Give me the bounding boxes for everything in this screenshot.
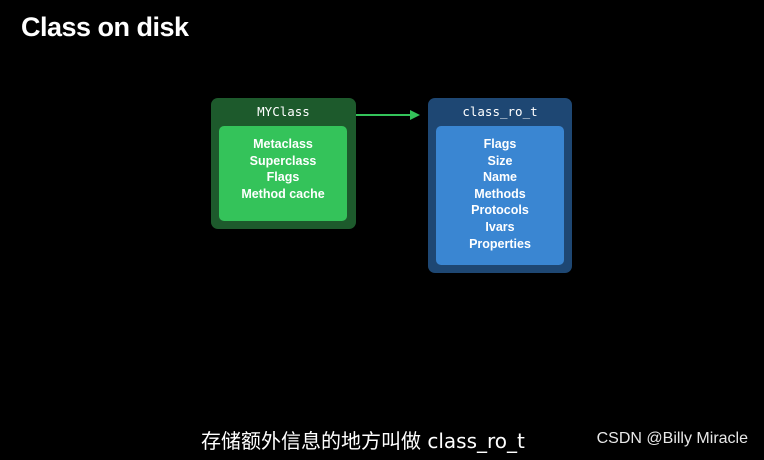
class-ro-t-field: Size bbox=[487, 153, 513, 168]
class-ro-t-field: Properties bbox=[469, 236, 531, 251]
myclass-fields: Metaclass Superclass Flags Method cache bbox=[219, 126, 347, 221]
class-ro-t-field: Ivars bbox=[485, 219, 515, 234]
class-ro-t-field: Flags bbox=[483, 137, 517, 151]
class-ro-t-box-header: class_ro_t bbox=[462, 104, 538, 119]
class-ro-t-fields: Flags Size Name Methods Protocols Ivars … bbox=[436, 126, 564, 265]
arrow-right-icon bbox=[356, 110, 420, 120]
myclass-box: MYClass Metaclass Superclass Flags Metho… bbox=[211, 98, 356, 229]
class-ro-t-field: Protocols bbox=[471, 203, 529, 218]
myclass-field: Metaclass bbox=[253, 137, 313, 151]
myclass-field: Superclass bbox=[249, 153, 317, 168]
myclass-field: Flags bbox=[266, 170, 300, 185]
class-ro-t-field: Name bbox=[482, 170, 518, 185]
video-subtitle: 存储额外信息的地方叫做 class_ro_t bbox=[201, 429, 525, 453]
myclass-box-header: MYClass bbox=[257, 104, 310, 119]
myclass-field: Method cache bbox=[241, 186, 325, 201]
class-ro-t-box: class_ro_t Flags Size Name Methods Proto… bbox=[428, 98, 572, 273]
watermark: CSDN @Billy Miracle bbox=[596, 430, 748, 447]
slide-title: Class on disk bbox=[21, 12, 189, 42]
class-ro-t-field: Methods bbox=[474, 186, 526, 201]
